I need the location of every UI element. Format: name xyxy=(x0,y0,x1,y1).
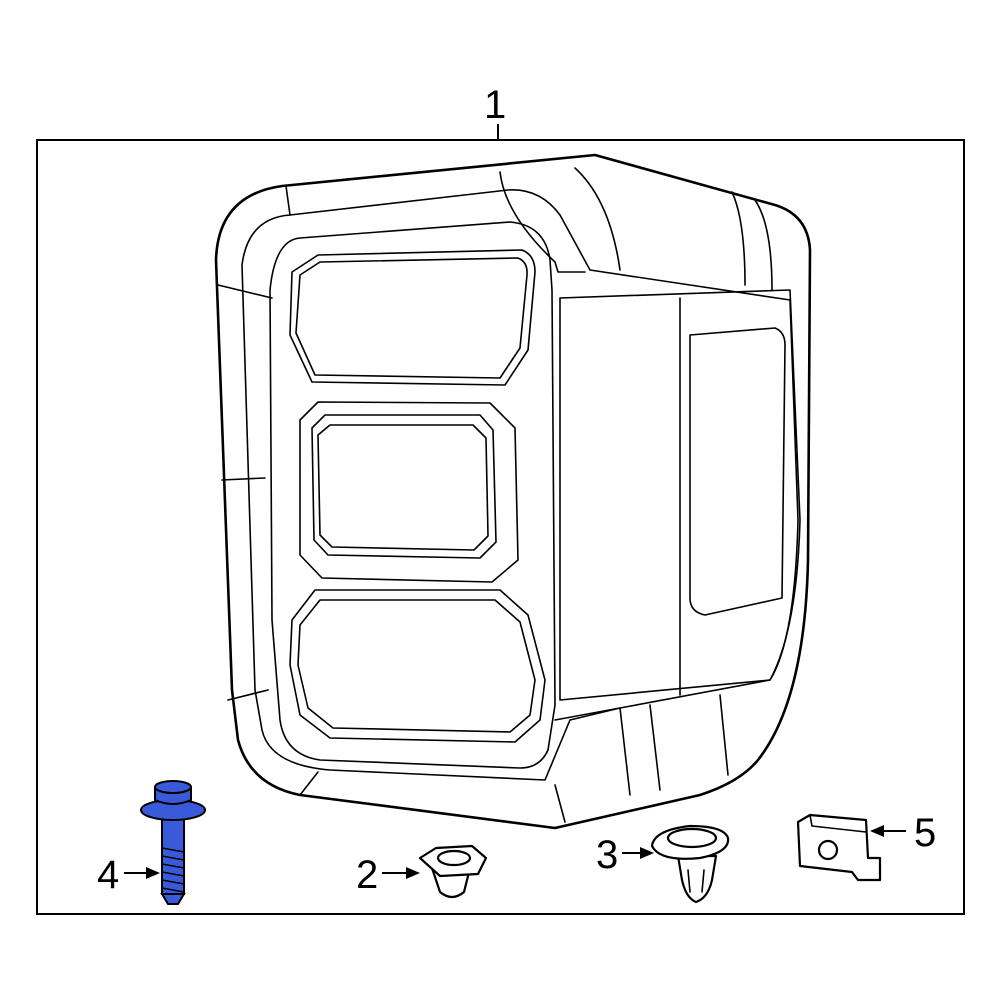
lamp-left-rib-4 xyxy=(285,185,291,216)
callout-5[interactable]: 5 xyxy=(870,811,936,855)
lamp-bottom-rib-2 xyxy=(649,704,661,791)
lamp-top-lens-inner xyxy=(295,257,528,379)
callout-1[interactable]: 1 xyxy=(484,83,506,140)
lamp-top-lens xyxy=(289,249,536,386)
lamp-left-rib-5 xyxy=(299,771,319,796)
lamp-bottom-rib-4 xyxy=(554,784,566,823)
grommet-icon[interactable] xyxy=(418,844,488,899)
clip-nut-body xyxy=(796,813,882,882)
lamp-middle-lens-core xyxy=(317,424,489,551)
lamp-inner-rim xyxy=(241,189,799,781)
callout-4-arrowhead xyxy=(146,867,160,879)
clip-nut-hole xyxy=(817,839,839,861)
push-pin-retainer-icon[interactable] xyxy=(650,824,730,904)
bolt-hex-top xyxy=(154,780,192,794)
lamp-top-rib-2 xyxy=(574,167,621,271)
lamp-middle-lens xyxy=(299,401,519,583)
clip-nut-icon[interactable] xyxy=(796,813,882,882)
callout-1-number: 1 xyxy=(484,83,506,127)
callout-3-arrowhead xyxy=(640,847,654,859)
lamp-inner-rim-2 xyxy=(269,221,556,769)
callout-2-arrowhead xyxy=(406,867,420,879)
lamp-housing-outline xyxy=(214,153,812,830)
tail-lamp-assembly-icon[interactable] xyxy=(214,153,812,830)
lamp-left-rib-1 xyxy=(217,284,273,299)
assembly-frame xyxy=(36,139,965,915)
lamp-bottom-lens xyxy=(289,589,546,743)
lamp-left-rib-2 xyxy=(221,477,266,481)
lamp-side-panel xyxy=(559,289,801,701)
lamp-bottom-rib-3 xyxy=(719,694,729,776)
callout-2-number: 2 xyxy=(356,853,378,897)
callout-5-arrowhead xyxy=(870,825,884,837)
lamp-middle-lens-inner xyxy=(311,414,497,559)
retainer-shank xyxy=(676,854,718,904)
lamp-bottom-lens-inner xyxy=(297,599,536,733)
bolt-thread xyxy=(161,847,185,893)
lamp-top-rib-4 xyxy=(754,199,773,291)
callout-4[interactable]: 4 xyxy=(97,853,160,897)
callout-3-number: 3 xyxy=(596,833,618,877)
callout-3[interactable]: 3 xyxy=(596,833,654,877)
retainer-shank-fin xyxy=(687,869,705,893)
lamp-bottom-rib-1 xyxy=(554,707,631,796)
callout-4-number: 4 xyxy=(97,853,119,897)
flange-bolt-icon[interactable] xyxy=(140,780,206,905)
grommet-hole xyxy=(436,849,472,867)
clip-nut-fold xyxy=(809,814,867,833)
bolt-tip xyxy=(160,893,186,905)
lamp-top-rib-1 xyxy=(499,171,586,273)
retainer-head-top xyxy=(666,827,718,849)
lamp-side-lens xyxy=(689,327,786,616)
lamp-left-rib-3 xyxy=(227,689,269,701)
callout-5-number: 5 xyxy=(914,811,936,855)
callout-2[interactable]: 2 xyxy=(356,853,420,897)
lamp-top-rib-3 xyxy=(731,191,746,286)
